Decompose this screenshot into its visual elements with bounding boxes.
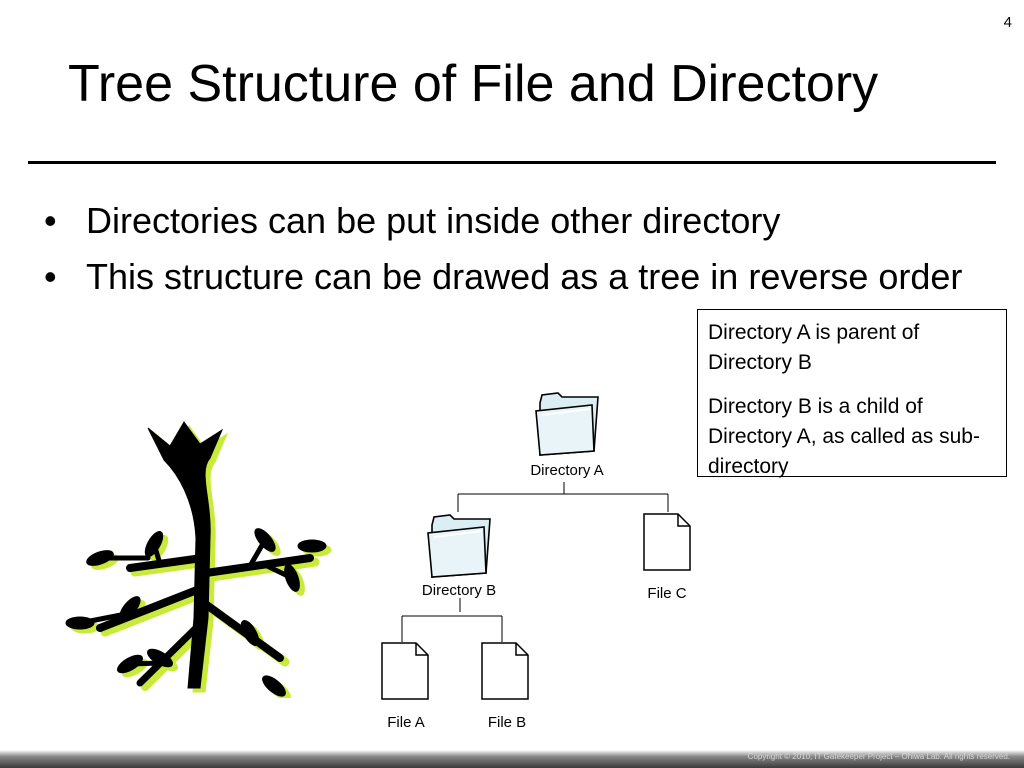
bullet-text: This structure can be drawed as a tree i… bbox=[86, 256, 963, 297]
folder-icon bbox=[427, 514, 491, 578]
roots-dark bbox=[65, 421, 327, 697]
tree-roots-illustration bbox=[65, 421, 332, 698]
file-a-label: File A bbox=[387, 714, 425, 731]
directory-b-label: Directory B bbox=[421, 582, 497, 599]
bullet-text: Directories can be put inside other dire… bbox=[86, 200, 781, 241]
slide-title: Tree Structure of File and Directory bbox=[68, 55, 879, 113]
title-divider bbox=[28, 161, 996, 164]
copyright-notice: Copyright © 2010, IT Gatekeeper Project … bbox=[747, 752, 1010, 761]
tree-connectors bbox=[401, 482, 669, 642]
explanation-parent: Directory A is parent of Directory B bbox=[708, 321, 920, 374]
explanation-child: Directory B is a child of Directory A, a… bbox=[708, 395, 980, 478]
file-icon bbox=[381, 642, 429, 700]
file-icon bbox=[643, 513, 691, 571]
bullet-item: • This structure can be drawed as a tree… bbox=[40, 252, 1000, 302]
file-b-label: File B bbox=[487, 714, 527, 731]
file-icon bbox=[481, 642, 529, 700]
footer-bar bbox=[0, 750, 1024, 768]
directory-a-label: Directory A bbox=[530, 462, 604, 479]
page-number: 4 bbox=[1003, 14, 1012, 31]
file-c-label: File C bbox=[647, 585, 687, 602]
bullet-list: • Directories can be put inside other di… bbox=[40, 196, 1000, 308]
explanation-box: Directory A is parent of Directory B Dir… bbox=[697, 309, 1007, 478]
bullet-mark: • bbox=[44, 200, 57, 241]
bullet-mark: • bbox=[44, 256, 57, 297]
folder-icon bbox=[535, 392, 599, 456]
bullet-item: • Directories can be put inside other di… bbox=[40, 196, 1000, 246]
